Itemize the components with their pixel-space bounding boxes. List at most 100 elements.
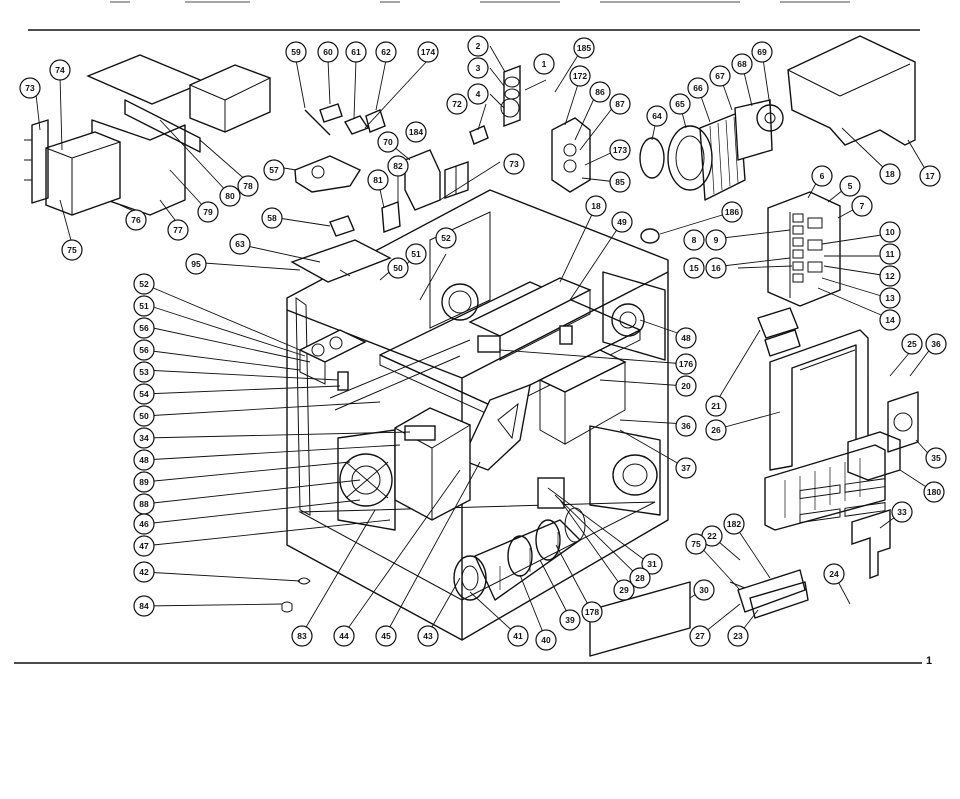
callout-circle (229, 233, 251, 255)
callout-46: 46 (133, 513, 155, 535)
callout-label: 85 (615, 177, 625, 187)
callout-label: 18 (885, 169, 895, 179)
callout-circle (569, 65, 591, 87)
callout-circle (167, 219, 189, 241)
callout-circle (133, 449, 155, 471)
callout-circle (133, 383, 155, 405)
callout-label: 174 (421, 47, 435, 57)
callout-label: 60 (323, 47, 333, 57)
callout-label: 82 (393, 161, 403, 171)
callout-184: 184 (405, 121, 427, 143)
callout-circle (879, 265, 901, 287)
callout-label: 178 (585, 607, 599, 617)
callout-circle (317, 41, 339, 63)
callout-label: 184 (409, 127, 423, 137)
callout-label: 80 (225, 191, 235, 201)
callout-circle (687, 77, 709, 99)
blower-assembly (639, 35, 916, 244)
callout-2: 2 (467, 35, 489, 57)
callout-circle (185, 253, 207, 275)
callout-label: 45 (381, 631, 391, 641)
callout-28: 28 (629, 567, 651, 589)
callout-circle (585, 195, 607, 217)
callout-80: 80 (219, 185, 241, 207)
callout-37: 37 (675, 457, 697, 479)
callout-label: 67 (715, 71, 725, 81)
callout-50: 50 (133, 405, 155, 427)
callout-label: 18 (591, 201, 601, 211)
callout-label: 62 (381, 47, 391, 57)
callout-circle (683, 229, 705, 251)
callout-label: 14 (885, 315, 895, 325)
callout-label: 21 (711, 401, 721, 411)
callout-label: 13 (885, 293, 895, 303)
callout-circle (133, 535, 155, 557)
callout-circle (133, 595, 155, 617)
callout-61: 61 (345, 41, 367, 63)
callout-circle (263, 159, 285, 181)
callout-circle (705, 257, 727, 279)
callout-circle (919, 165, 941, 187)
callout-circle (675, 415, 697, 437)
callout-label: 64 (652, 111, 662, 121)
callout-label: 42 (139, 567, 149, 577)
callout-label: 48 (139, 455, 149, 465)
callout-7: 7 (851, 195, 873, 217)
callout-27: 27 (689, 625, 711, 647)
callout-29: 29 (613, 579, 635, 601)
callout-label: 15 (689, 263, 699, 273)
callout-18: 18 (879, 163, 901, 185)
callout-label: 34 (139, 433, 149, 443)
callout-circle (435, 227, 457, 249)
callout-circle (417, 625, 439, 647)
callout-circle (693, 579, 715, 601)
callout-circle (675, 457, 697, 479)
callout-circle (839, 175, 861, 197)
callout-label: 28 (635, 573, 645, 583)
callout-label: 68 (737, 59, 747, 69)
callout-36: 36 (925, 333, 947, 355)
callout-86: 86 (589, 81, 611, 103)
callout-185: 185 (573, 37, 595, 59)
callout-79: 79 (197, 201, 219, 223)
callout-label: 47 (139, 541, 149, 551)
callout-circle (727, 625, 749, 647)
callout-68: 68 (731, 53, 753, 75)
callout-label: 83 (297, 631, 307, 641)
callout-56: 56 (133, 339, 155, 361)
callout-label: 72 (452, 99, 462, 109)
callout-66: 66 (687, 77, 709, 99)
callout-73: 73 (19, 77, 41, 99)
callout-circle (559, 609, 581, 631)
callout-label: 75 (691, 539, 701, 549)
callout-78: 78 (237, 175, 259, 197)
callout-65: 65 (669, 93, 691, 115)
callout-circle (219, 185, 241, 207)
callout-76: 76 (125, 209, 147, 231)
callout-circle (613, 579, 635, 601)
callout-73: 73 (503, 153, 525, 175)
main-cabinet (286, 189, 669, 641)
callout-172: 172 (569, 65, 591, 87)
callout-circle (879, 287, 901, 309)
callout-label: 88 (139, 499, 149, 509)
callout-3: 3 (467, 57, 489, 79)
callout-69: 69 (751, 41, 773, 63)
callout-label: 35 (931, 453, 941, 463)
callout-24: 24 (823, 563, 845, 585)
callout-circle (629, 567, 651, 589)
callout-label: 24 (829, 569, 839, 579)
callout-23: 23 (727, 625, 749, 647)
callout-circle (261, 207, 283, 229)
callout-circle (446, 93, 468, 115)
callout-label: 51 (139, 301, 149, 311)
callout-circle (689, 625, 711, 647)
callout-circle (133, 273, 155, 295)
bottom-rule: 1 (14, 655, 932, 667)
callout-circle (387, 257, 409, 279)
callout-51: 51 (133, 295, 155, 317)
callout-34: 34 (133, 427, 155, 449)
callout-circle (367, 169, 389, 191)
callout-label: 73 (509, 159, 519, 169)
